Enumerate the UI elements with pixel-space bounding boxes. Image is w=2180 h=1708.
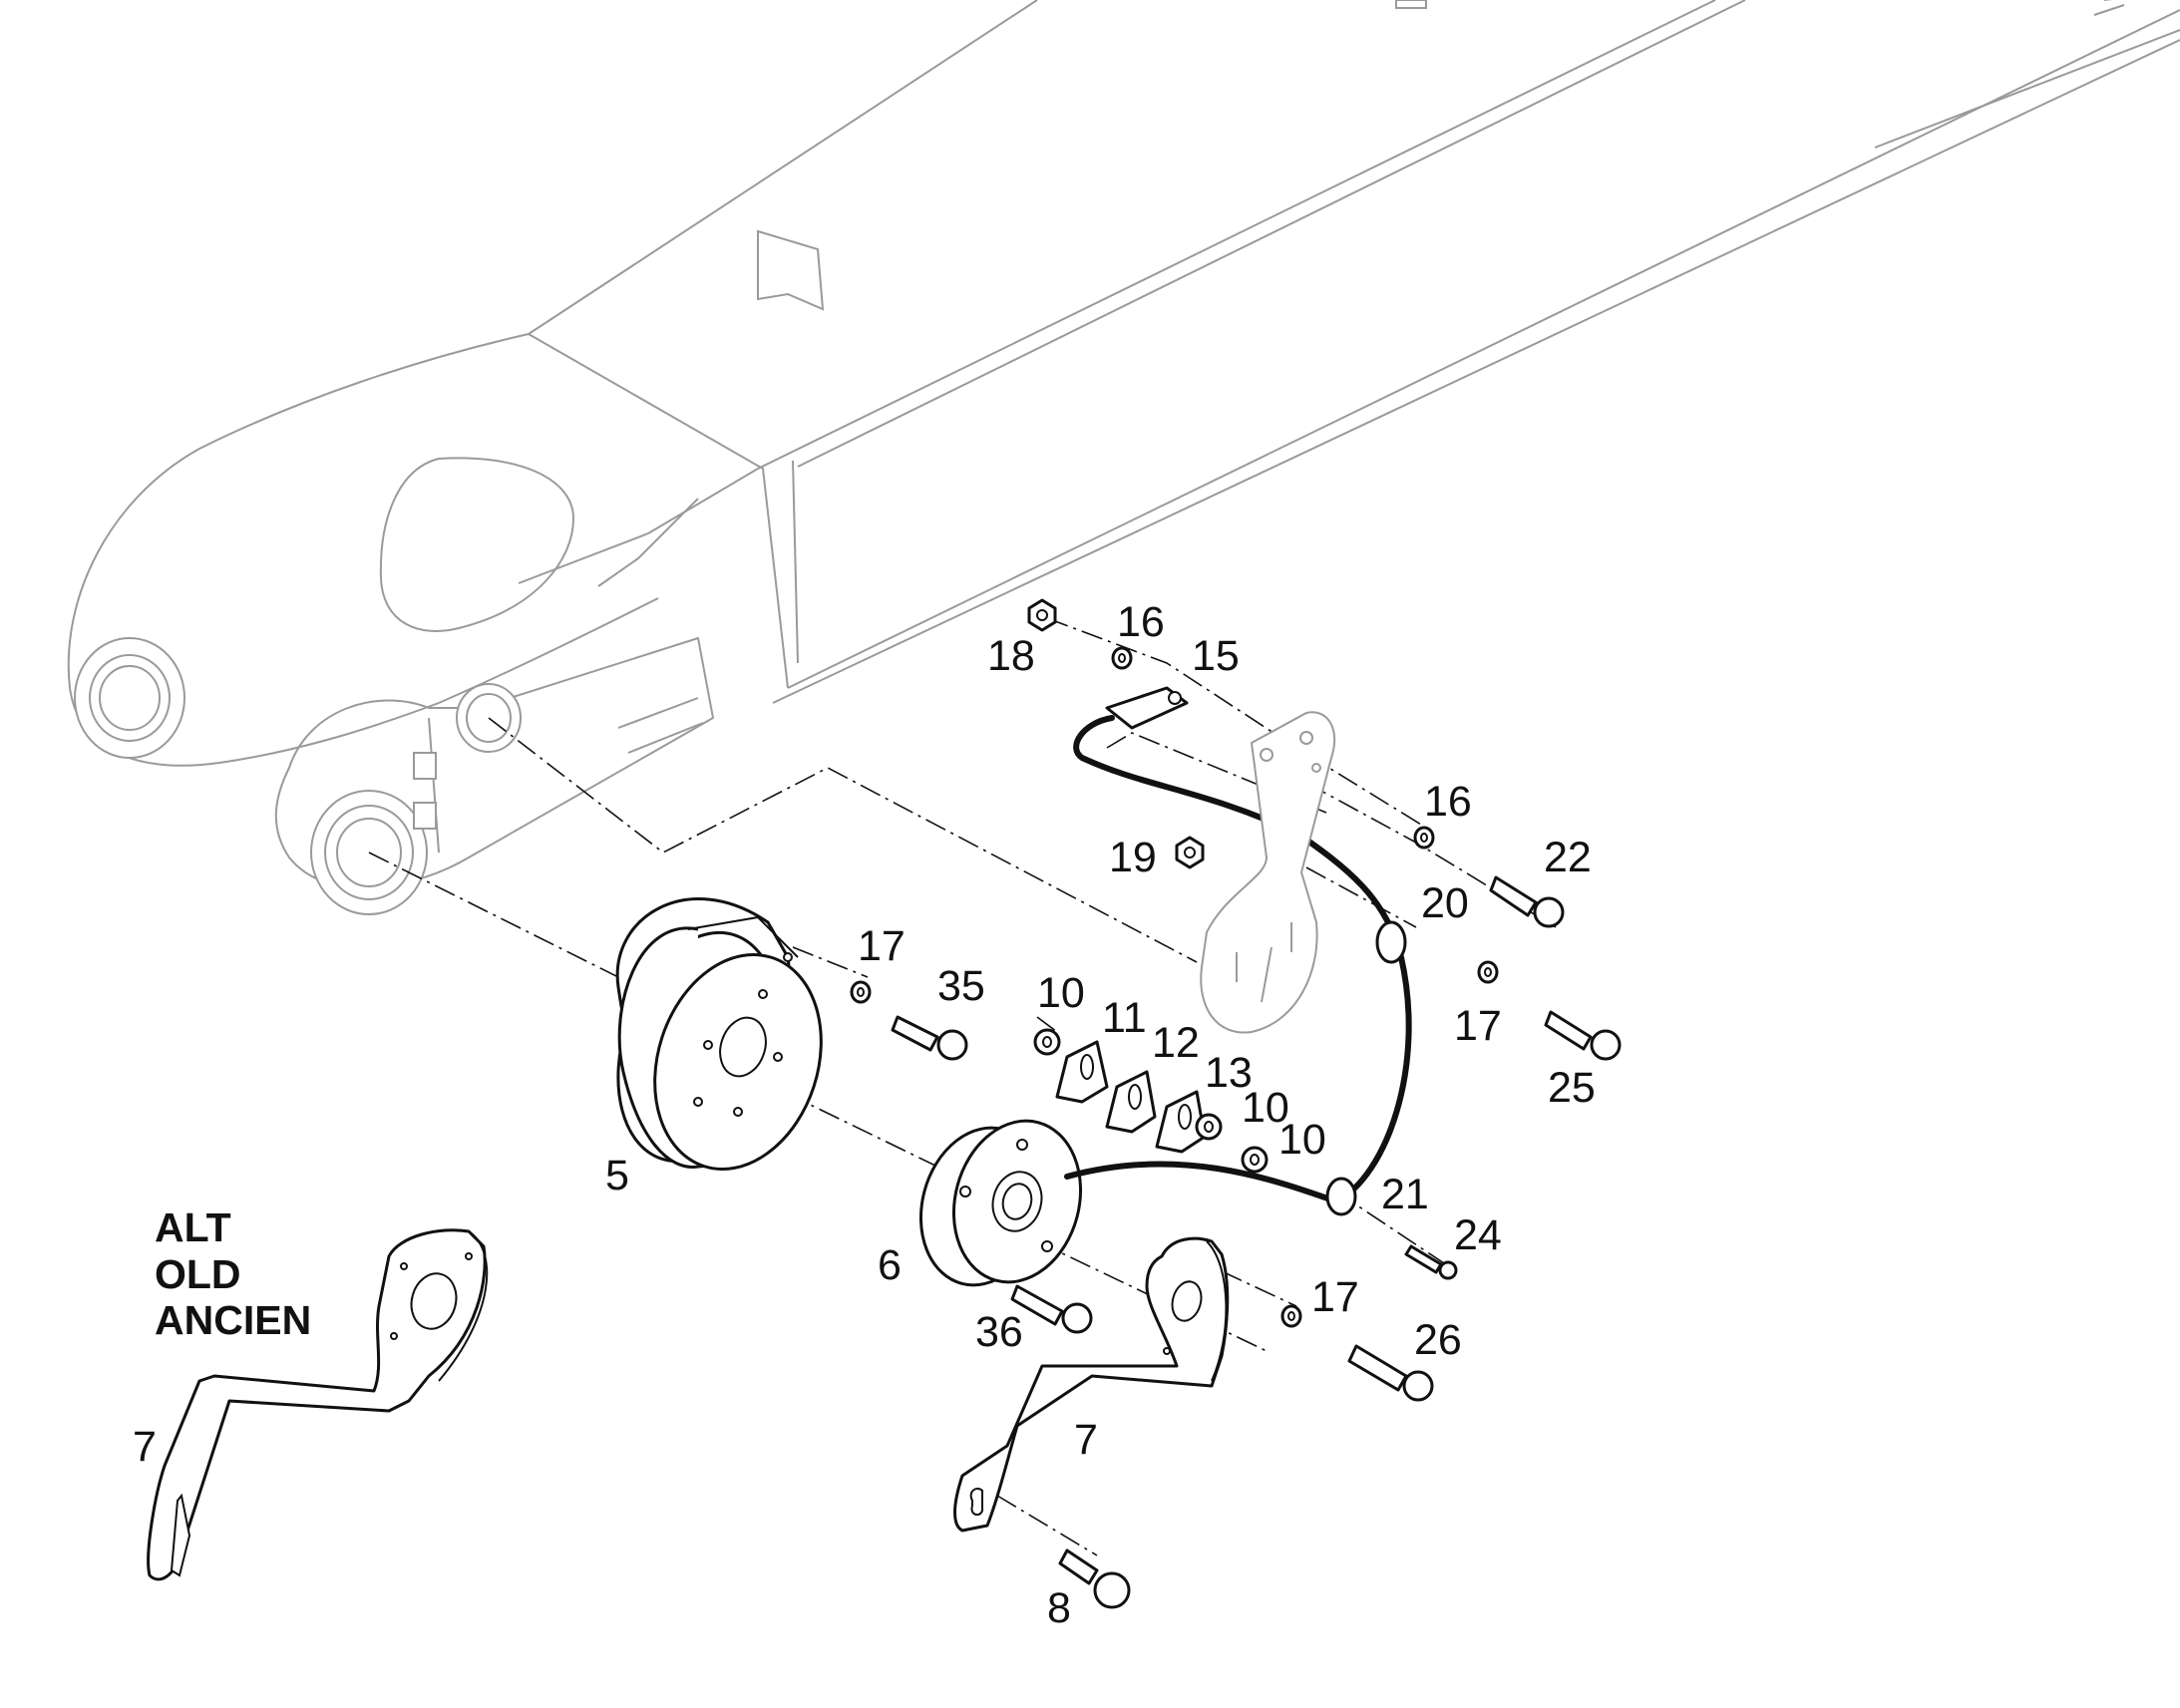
callout-7: 7 — [1074, 1416, 1098, 1464]
callout-26: 26 — [1414, 1316, 1462, 1364]
alt-old-note: ALT OLD ANCIEN — [155, 1204, 311, 1343]
callout-13: 13 — [1205, 1049, 1253, 1097]
callout-36: 36 — [975, 1308, 1023, 1356]
callout-15: 15 — [1192, 632, 1240, 680]
callout-17-c: 17 — [1311, 1273, 1359, 1321]
callout-5: 5 — [605, 1152, 629, 1199]
hardware — [850, 598, 1622, 1609]
callout-16-a: 16 — [1117, 598, 1165, 646]
part-15-terminal — [1105, 686, 1189, 730]
callout-18: 18 — [987, 632, 1035, 680]
callout-25: 25 — [1548, 1064, 1596, 1112]
callout-21: 21 — [1381, 1171, 1429, 1218]
wiring-harness — [1064, 715, 1412, 1216]
part-7-bracket — [953, 1236, 1230, 1533]
callout-20: 20 — [1421, 879, 1469, 927]
mounting-plate — [1200, 711, 1336, 1034]
part-5-disc — [615, 897, 823, 1171]
callout-16-b: 16 — [1424, 778, 1472, 826]
callout-10-c: 10 — [1278, 1116, 1326, 1164]
callout-35: 35 — [937, 962, 985, 1010]
part-6-magnet — [918, 1119, 1083, 1287]
callout-8: 8 — [1047, 1584, 1071, 1632]
callout-24: 24 — [1454, 1211, 1502, 1259]
callout-7-old: 7 — [133, 1423, 157, 1471]
note-line-1: ALT — [155, 1204, 231, 1250]
dash-dot-leaders — [368, 617, 1557, 1556]
callout-22: 22 — [1544, 834, 1592, 881]
brackets-11-12-13 — [1055, 1040, 1207, 1154]
callout-12: 12 — [1152, 1019, 1200, 1067]
callout-10-b: 10 — [1242, 1084, 1289, 1132]
note-line-3: ANCIEN — [155, 1297, 311, 1343]
callouts: 5 6 7 7 8 10 10 10 11 12 13 15 16 16 17 … — [133, 598, 1596, 1632]
callout-11: 11 — [1102, 994, 1147, 1042]
note-line-2: OLD — [155, 1251, 241, 1297]
callout-17-a: 17 — [858, 922, 906, 970]
callout-19: 19 — [1109, 834, 1157, 881]
callout-10-a: 10 — [1037, 969, 1085, 1017]
part-7-bracket-old — [147, 1228, 489, 1581]
callout-6: 6 — [878, 1241, 902, 1289]
callout-17-b: 17 — [1454, 1002, 1502, 1050]
